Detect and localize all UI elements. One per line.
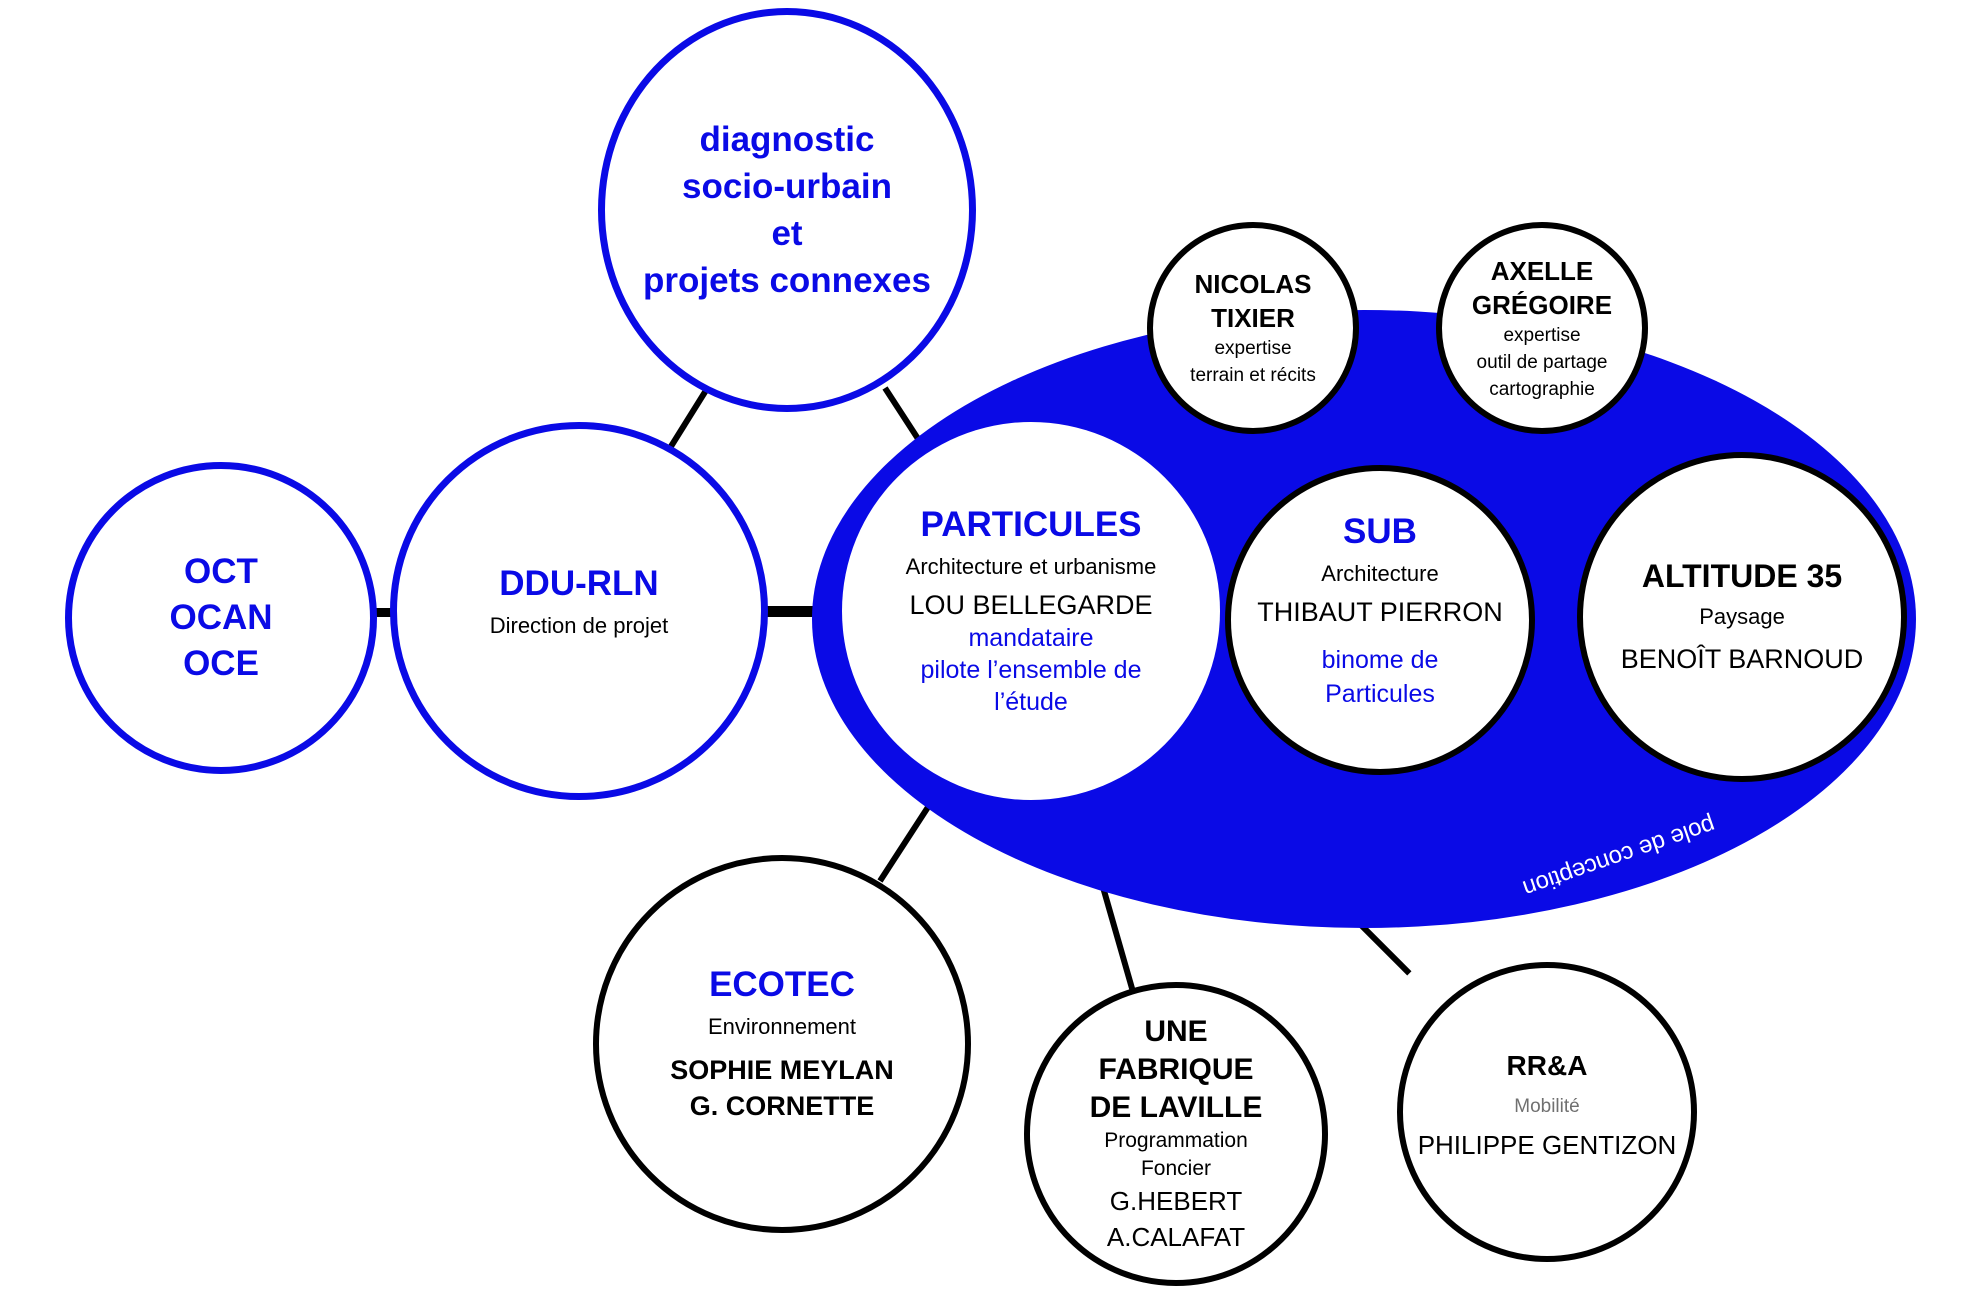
axelle-sub-3: cartographie: [1489, 378, 1595, 400]
fabrique-title-2: FABRIQUE: [1098, 1053, 1254, 1086]
node-axelle-gregoire: AXELLE GRÉGOIRE expertise outil de parta…: [1436, 222, 1648, 434]
node-rra: RR&A Mobilité PHILIPPE GENTIZON: [1397, 962, 1697, 1262]
node-une-fabrique-de-laville: UNE FABRIQUE DE LAVILLE Programmation Fo…: [1024, 982, 1328, 1286]
oct-line-2: OCAN: [169, 598, 273, 637]
oct-line-1: OCT: [184, 552, 258, 591]
nicolas-sub-2: terrain et récits: [1190, 365, 1316, 386]
fabrique-person-2: A.CALAFAT: [1106, 1222, 1246, 1252]
fabrique-sub-2: Foncier: [1140, 1157, 1212, 1180]
nicolas-title-1: NICOLAS: [1194, 269, 1312, 299]
sub-title: SUB: [1343, 512, 1417, 552]
particules-note-2: pilote l’ensemble de: [920, 655, 1142, 684]
node-sub: SUB Architecture THIBAUT PIERRON binome …: [1225, 465, 1535, 775]
node-particules: PARTICULES Architecture et urbanisme LOU…: [842, 422, 1220, 800]
altitude-subtitle: Paysage: [1699, 603, 1785, 629]
sub-note-2: Particules: [1325, 679, 1435, 708]
particules-subtitle: Architecture et urbanisme: [905, 553, 1157, 579]
node-ddu-rln: DDU-RLN Direction de projet: [390, 422, 768, 800]
diagnostic-line-2: socio-urbain: [681, 167, 893, 206]
particules-person: LOU BELLEGARDE: [909, 589, 1153, 620]
diagnostic-line-1: diagnostic: [699, 120, 875, 159]
rra-person: PHILIPPE GENTIZON: [1417, 1130, 1677, 1161]
rra-title: RR&A: [1506, 1049, 1588, 1081]
axelle-sub-1: expertise: [1503, 324, 1581, 346]
ecotec-title: ECOTEC: [709, 965, 855, 1005]
particules-note-3: l’étude: [994, 687, 1068, 716]
nicolas-title-2: TIXIER: [1211, 303, 1295, 333]
fabrique-title-1: UNE: [1144, 1015, 1208, 1048]
connector-ddu-particules: [758, 606, 848, 617]
node-ecotec: ECOTEC Environnement SOPHIE MEYLAN G. CO…: [593, 855, 971, 1233]
particules-title: PARTICULES: [920, 505, 1142, 545]
particules-note-1: mandataire: [968, 623, 1094, 652]
rra-subtitle: Mobilité: [1514, 1095, 1580, 1117]
altitude-person: BENOÎT BARNOUD: [1620, 643, 1864, 674]
node-nicolas-tixier: NICOLAS TIXIER expertise terrain et réci…: [1147, 222, 1359, 434]
nicolas-sub-1: expertise: [1214, 338, 1292, 359]
node-oct: OCT OCAN OCE: [65, 462, 377, 774]
ddu-subtitle: Direction de projet: [489, 612, 669, 638]
diagnostic-line-3: et: [771, 214, 803, 253]
fabrique-person-1: G.HEBERT: [1109, 1186, 1243, 1216]
ecotec-person-2: G. CORNETTE: [689, 1090, 875, 1121]
node-diagnostic: diagnostic socio-urbain et projets conne…: [598, 8, 976, 412]
diagnostic-line-4: projets connexes: [643, 261, 931, 300]
sub-note-1: binome de: [1321, 645, 1439, 674]
axelle-sub-2: outil de partage: [1476, 351, 1608, 373]
sub-subtitle: Architecture: [1321, 560, 1439, 586]
oct-line-3: OCE: [183, 644, 259, 683]
ddu-title: DDU-RLN: [499, 564, 659, 604]
altitude-title: ALTITUDE 35: [1641, 558, 1843, 595]
ecotec-person-1: SOPHIE MEYLAN: [670, 1054, 894, 1085]
sub-person: THIBAUT PIERRON: [1257, 596, 1503, 627]
axelle-title-1: AXELLE: [1490, 255, 1594, 286]
node-altitude-35: ALTITUDE 35 Paysage BENOÎT BARNOUD: [1577, 452, 1907, 782]
fabrique-title-3: DE LAVILLE: [1089, 1091, 1263, 1124]
ecotec-subtitle: Environnement: [708, 1013, 856, 1039]
axelle-title-2: GRÉGOIRE: [1471, 289, 1613, 320]
fabrique-sub-1: Programmation: [1104, 1129, 1248, 1152]
